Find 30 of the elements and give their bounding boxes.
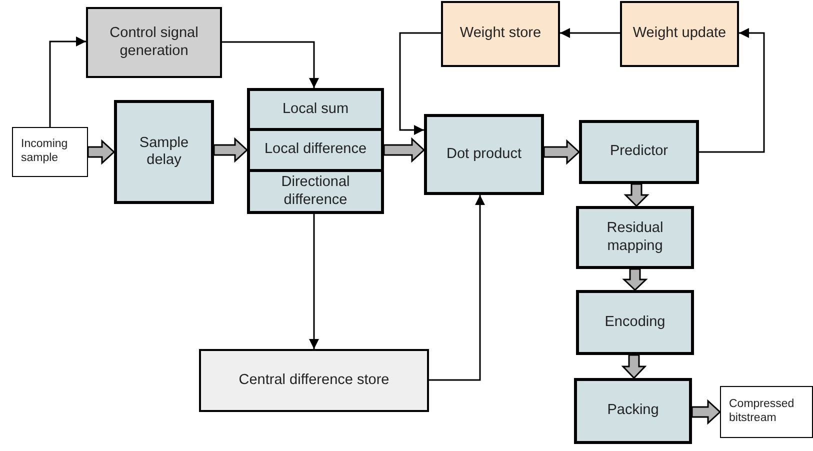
block-arrow: [622, 268, 648, 292]
process-box: Local difference: [247, 128, 384, 172]
process-box: Residual mapping: [576, 206, 694, 269]
arrow: [222, 41, 319, 88]
process-box: Dot product: [424, 114, 544, 195]
block-arrow: [383, 137, 426, 163]
block-arrow: [691, 399, 722, 425]
arrow: [429, 195, 485, 381]
block-arrow: [87, 139, 116, 165]
output-box: Compressed bitstream: [720, 386, 813, 438]
process-box: Control signal generation: [86, 7, 222, 78]
arrow: [399, 32, 441, 135]
storage-box: Weight store: [441, 1, 560, 67]
arrow: [309, 214, 319, 349]
process-box: Predictor: [579, 120, 699, 184]
arrow: [699, 28, 765, 153]
source-box: Incoming sample: [12, 127, 88, 177]
arrow: [560, 28, 620, 38]
process-box: Encoding: [576, 290, 694, 355]
block-arrow: [213, 137, 248, 163]
process-box: Weight update: [620, 1, 739, 67]
storage-box: Central difference store: [199, 349, 429, 412]
block-arrow: [621, 354, 647, 380]
arrow: [49, 36, 86, 127]
block-arrow: [624, 183, 650, 208]
block-arrow: [543, 139, 580, 165]
process-box: Directional difference: [247, 169, 384, 214]
process-box: Local sum: [247, 88, 384, 131]
process-box: Packing: [574, 378, 692, 444]
process-box: Sample delay: [114, 100, 214, 204]
